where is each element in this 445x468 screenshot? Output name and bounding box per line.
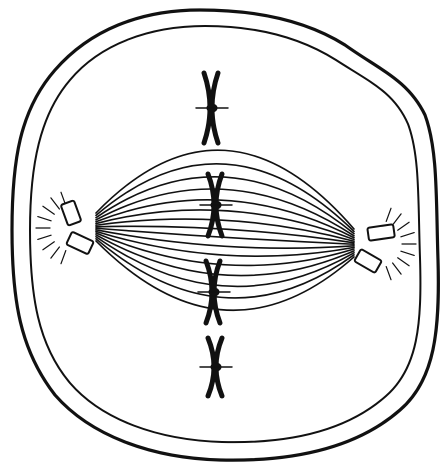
- aster-ray: [386, 267, 391, 280]
- aster-ray: [393, 263, 402, 274]
- aster-ray: [401, 251, 414, 255]
- aster-ray: [61, 251, 66, 264]
- aster-ray: [398, 258, 409, 266]
- aster-ray: [393, 214, 402, 225]
- aster-ray: [398, 222, 409, 230]
- spindle-fiber: [96, 231, 354, 256]
- aster-ray: [43, 242, 54, 250]
- aster-ray: [386, 208, 391, 221]
- cell-membrane-inner: [30, 26, 420, 442]
- centriole-left-upper: [61, 200, 82, 225]
- aster-ray: [401, 233, 414, 237]
- chromosome: [198, 261, 230, 323]
- chromosome: [196, 73, 228, 143]
- aster-ray: [38, 235, 51, 239]
- spindle-fiber: [96, 226, 354, 242]
- spindle-fibers: [96, 150, 354, 310]
- aster-ray: [43, 206, 54, 214]
- aster-ray: [51, 198, 60, 209]
- metaphase-plate: [196, 73, 232, 396]
- centriole-right-upper: [367, 224, 395, 240]
- aster-ray: [51, 247, 60, 258]
- centriole-right-lower: [354, 249, 382, 273]
- chromosome: [200, 174, 232, 236]
- chromosome: [200, 338, 232, 396]
- centriole-left-lower: [66, 232, 94, 255]
- aster-ray: [38, 217, 51, 221]
